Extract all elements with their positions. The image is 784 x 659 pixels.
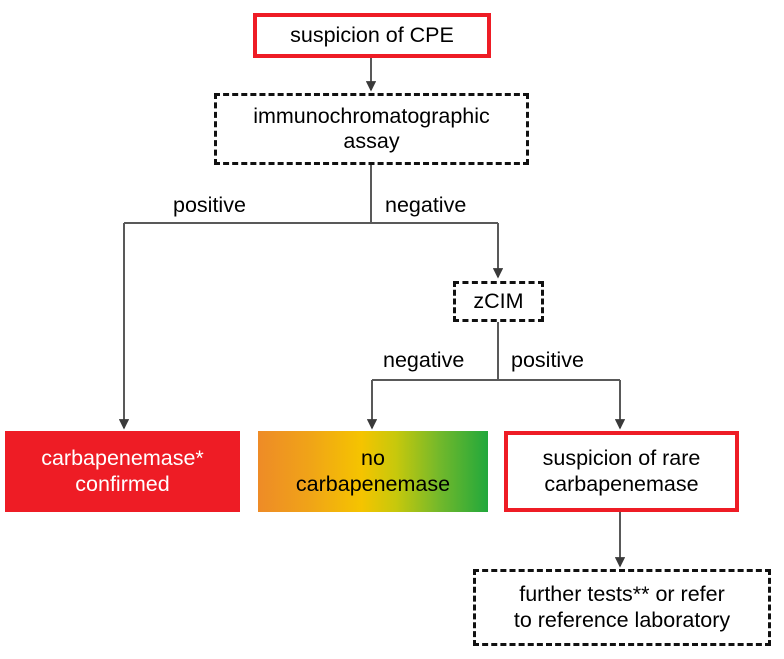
node-suspicion-of-rare-carbapenemase[interactable]: suspicion of rare carbapenemase <box>504 431 739 512</box>
edge-label-assay-negative: negative <box>385 193 467 217</box>
edge-label-zcim-negative: negative <box>383 348 465 372</box>
node-further-tests[interactable]: further tests** or refer to reference la… <box>473 569 771 646</box>
edge-label-assay-positive: positive <box>173 193 246 217</box>
node-suspicion-of-cpe[interactable]: suspicion of CPE <box>253 13 491 58</box>
node-carbapenemase-confirmed[interactable]: carbapenemase* confirmed <box>5 431 240 512</box>
edge-label-zcim-positive: positive <box>511 348 584 372</box>
node-zcim[interactable]: zCIM <box>453 281 544 322</box>
node-no-carbapenemase[interactable]: no carbapenemase <box>258 431 488 512</box>
node-immunochromatographic-assay[interactable]: immunochromatographic assay <box>214 93 529 165</box>
